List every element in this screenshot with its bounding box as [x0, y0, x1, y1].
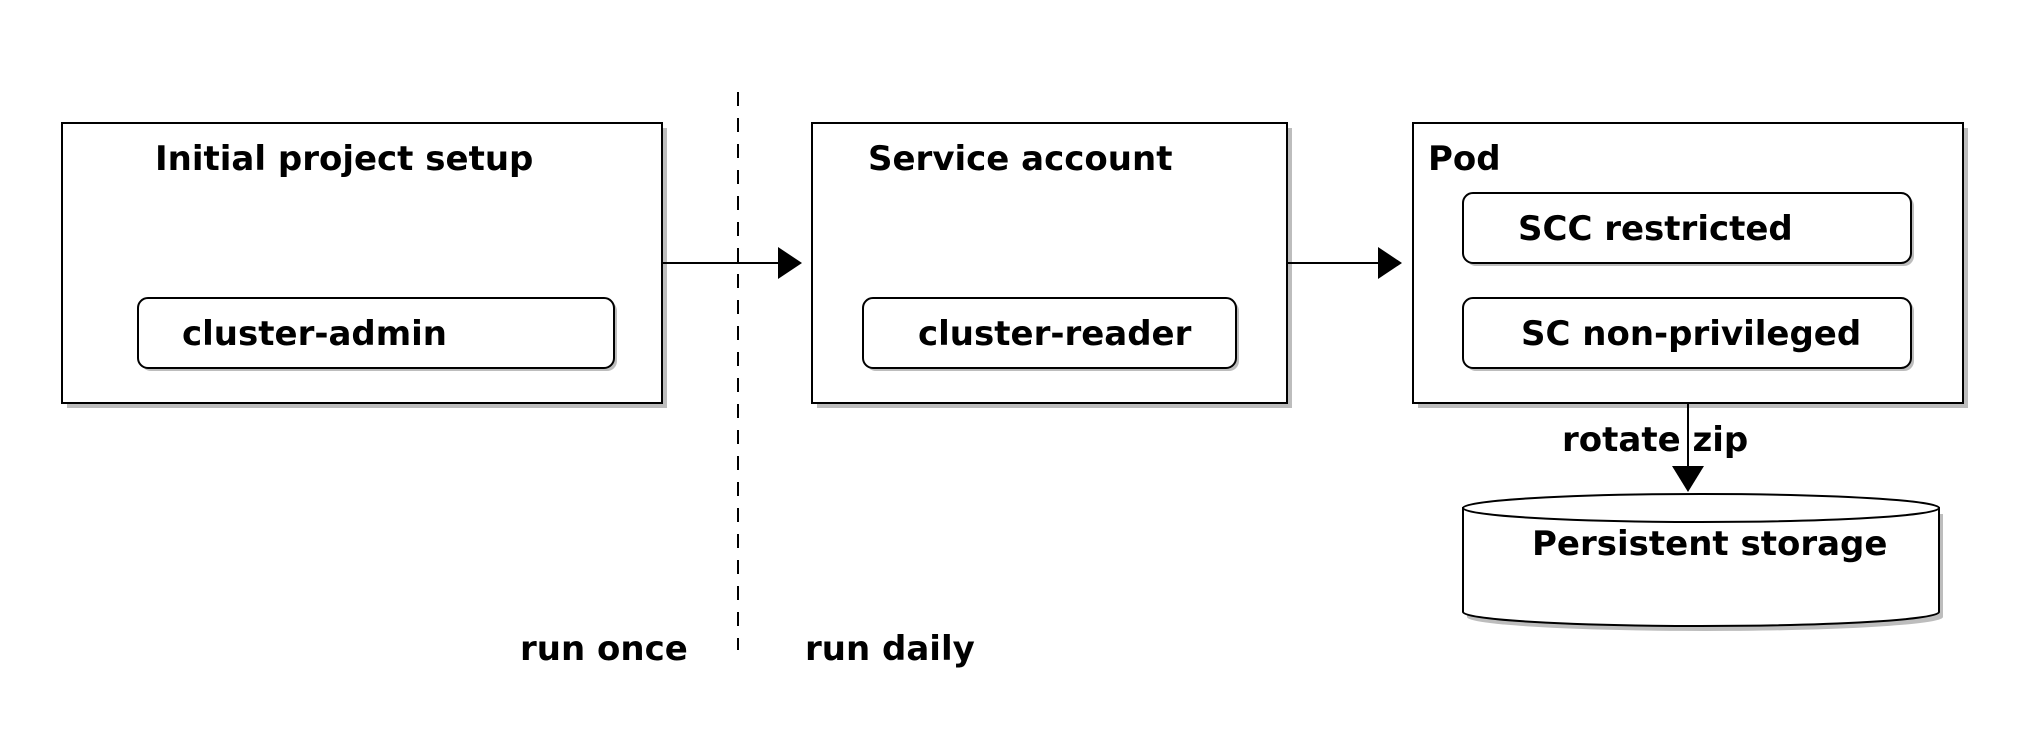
- cluster-reader-label: cluster-reader: [918, 314, 1192, 354]
- service-account-title: Service account: [868, 139, 1172, 179]
- pod-box: Pod SCC restricted SC non-privileged: [1412, 122, 1968, 408]
- initial-project-setup-box: Initial project setup cluster-admin: [61, 122, 667, 408]
- service-account-box: Service account cluster-reader: [811, 122, 1292, 408]
- persistent-storage-cylinder: Persistent storage: [1462, 493, 1943, 631]
- arrow-setup-to-service-account: [662, 247, 802, 279]
- run-once-label: run once: [520, 629, 688, 669]
- arrow-service-account-to-pod: [1287, 247, 1402, 279]
- cluster-admin-role: cluster-admin: [137, 297, 617, 371]
- arrow-pod-to-storage: [1672, 403, 1704, 492]
- cluster-reader-role: cluster-reader: [862, 297, 1239, 371]
- scc-restricted-policy: SCC restricted: [1462, 192, 1914, 266]
- sc-non-privileged-label: SC non-privileged: [1521, 314, 1861, 354]
- initial-project-setup-title: Initial project setup: [155, 139, 533, 179]
- rotate-zip-label: rotate zip: [1562, 420, 1748, 460]
- pod-title: Pod: [1428, 139, 1501, 179]
- run-daily-label: run daily: [805, 629, 975, 669]
- persistent-storage-label: Persistent storage: [1532, 524, 1887, 564]
- sc-non-privileged-policy: SC non-privileged: [1462, 297, 1914, 371]
- cluster-admin-label: cluster-admin: [182, 314, 447, 354]
- scc-restricted-label: SCC restricted: [1518, 209, 1793, 249]
